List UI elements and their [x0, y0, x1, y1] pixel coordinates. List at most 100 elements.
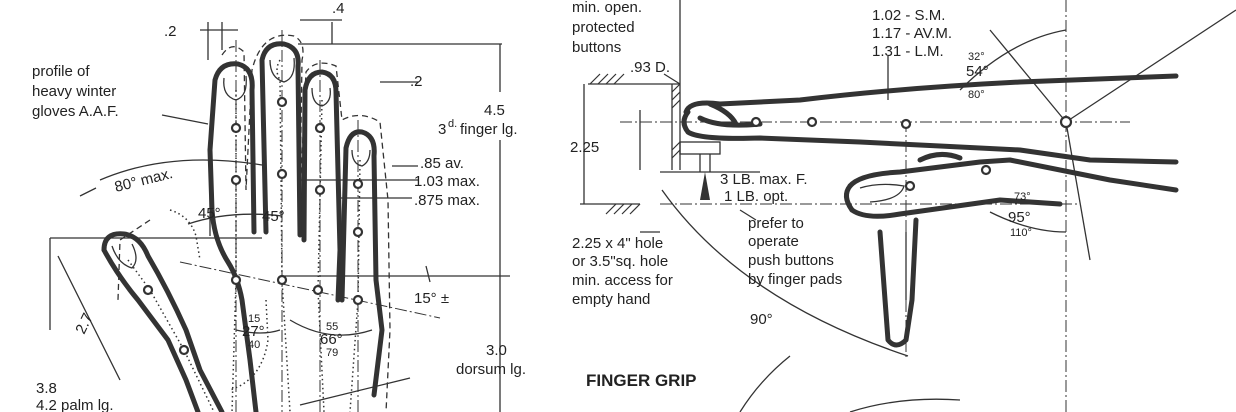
- force-maximum: 3 LB. max. F.: [720, 171, 808, 188]
- angle-15-small: 15: [248, 313, 260, 325]
- opening-diameter: .93 D.: [630, 59, 670, 76]
- spread-angle-label: 80° max.: [113, 165, 175, 196]
- palm-edge: [877, 217, 919, 348]
- angle-80: 80°: [968, 89, 985, 101]
- opening-dim-arrow: [663, 73, 681, 85]
- bone-ring: [317, 99, 325, 412]
- bone-carpal: [169, 209, 269, 391]
- joint-index-1: [230, 122, 242, 134]
- finger-length-prefix: 3: [438, 121, 446, 138]
- angle-45-right: 45°: [262, 208, 285, 225]
- size-average: 1.17 - AV.M.: [872, 25, 952, 42]
- joint-thumb-1: [142, 284, 154, 296]
- ring-nail: [311, 87, 331, 107]
- buttons-label: buttons: [572, 39, 621, 56]
- hole-size-line2: or 3.5"sq. hole: [572, 253, 668, 270]
- knuckle-line: [179, 261, 441, 319]
- joint-middle-1: [276, 96, 288, 108]
- angle-55: 55: [326, 321, 338, 333]
- joint-upper-2: [806, 116, 818, 128]
- grip-contact-curve: [849, 398, 961, 412]
- joint-thumb-2: [178, 344, 190, 356]
- joint-middle-2: [276, 168, 288, 180]
- joint-little-1: [352, 178, 364, 190]
- joint-index-3: [230, 274, 242, 286]
- finger-length-label: finger lg.: [460, 121, 518, 138]
- joint-upper-3: [900, 118, 912, 130]
- height-225: 2.25: [570, 139, 599, 156]
- palm-inner-line: [207, 147, 259, 412]
- angle-line-80: [1065, 9, 1236, 123]
- angle-45-left: 45°: [198, 205, 221, 222]
- thumb-length: 2.7: [72, 311, 96, 337]
- little-nail: [351, 149, 371, 167]
- bone-index: [231, 90, 237, 412]
- width-maximum: 1.03 max.: [414, 173, 480, 190]
- index-nail: [223, 75, 247, 101]
- angle-line-54: [989, 29, 1067, 123]
- finger-grip-figure: min. open. protected buttons .93 D. 1.02…: [570, 0, 1236, 412]
- size-large: 1.31 - L.M.: [872, 43, 944, 60]
- bone-thumb: [127, 259, 215, 412]
- upper-finger-outline: [683, 73, 1179, 165]
- dim-04-top: .4: [332, 0, 345, 17]
- joint-little-2: [352, 226, 364, 238]
- glove-label-line2: heavy winter: [32, 83, 116, 100]
- force-optimum: 1 LB. opt.: [724, 188, 788, 205]
- size-small: 1.02 - S.M.: [872, 7, 945, 24]
- angle-73: 73°: [1014, 191, 1031, 203]
- palm-length-1: 3.8: [36, 380, 57, 397]
- arc-lower: [989, 211, 1067, 233]
- grip-sweep-arc: [739, 355, 791, 412]
- finger-joints: [750, 115, 1073, 192]
- angle-54: 54°: [966, 63, 989, 80]
- arc-90: [661, 189, 909, 357]
- angle-32: 32°: [968, 51, 985, 63]
- dorsum-label: dorsum lg.: [456, 361, 526, 378]
- joint-upper-1: [750, 116, 762, 128]
- hole-size-line1: 2.25 x 4" hole: [572, 235, 663, 252]
- glove-label-line3: gloves A.A.F.: [32, 103, 119, 120]
- angle-line-95: [1065, 121, 1091, 261]
- middle-finger-outline: [259, 41, 303, 238]
- angle-15-label: 15° ±: [414, 290, 449, 307]
- joint-little-3: [352, 294, 364, 306]
- angle-95: 95°: [1008, 209, 1031, 226]
- figure-title: FINGER GRIP: [586, 371, 697, 390]
- finger-length-sup: d.: [448, 118, 457, 130]
- thumb-outline: [101, 231, 225, 412]
- panel-hatching: [589, 73, 681, 215]
- lower-finger-outline: [847, 157, 1179, 219]
- width-average: .85 av.: [420, 155, 464, 172]
- protected-label: protected: [572, 19, 635, 36]
- joint-lower-2: [980, 164, 992, 176]
- prefer-line4: by finger pads: [748, 271, 842, 288]
- hand-dimension-lines: [49, 19, 510, 412]
- angle-40: 40: [248, 339, 260, 351]
- joint-ring-2: [314, 184, 326, 196]
- pad-leader: [739, 209, 757, 221]
- wrist-line: [299, 377, 411, 406]
- bone-middle: [276, 59, 291, 412]
- thumb-nail: [111, 243, 137, 269]
- ring-finger-outline: [301, 69, 343, 303]
- angle-66: 66°: [320, 331, 343, 348]
- angle-90: 90°: [750, 311, 773, 328]
- prefer-line3: push buttons: [748, 252, 834, 269]
- dim-02-top: .2: [164, 23, 177, 40]
- joint-pivot: [1059, 115, 1073, 129]
- joint-ring-1: [314, 122, 326, 134]
- angle-79: 79: [326, 347, 338, 359]
- glove-profile-outline: [117, 34, 391, 412]
- hole-size-line3: min. access for: [572, 272, 673, 289]
- angle-110: 110°: [1010, 227, 1032, 239]
- prefer-line2: operate: [748, 233, 799, 250]
- dorsum-value: 3.0: [486, 342, 507, 359]
- joint-middle-3: [276, 274, 288, 286]
- angle-27: 27°: [242, 323, 265, 340]
- arc-upper: [959, 29, 1067, 91]
- palm-outline: [101, 247, 201, 412]
- lower-finger-tip: [844, 183, 855, 213]
- hand-figure: .2 .4 .2 profile of heavy winter gloves …: [32, 0, 526, 412]
